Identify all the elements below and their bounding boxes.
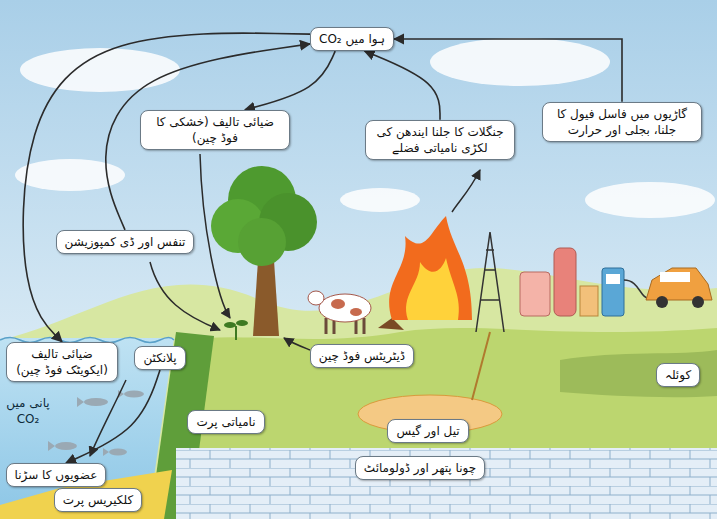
box-text: کوئلہ: [665, 367, 691, 383]
box-text: ضیائی تالیف (ایکویٹک فوڈ چین): [15, 346, 109, 378]
text-box: ضیائی تالیف (ایکویٹک فوڈ چین): [6, 342, 118, 382]
box-text: جنگلات کا جلنا ایندھن کی لکڑی نامیاتی فض…: [374, 124, 506, 156]
back-hill: [0, 268, 717, 519]
box-text: ڈیٹریٹس فوڈ چین: [319, 348, 405, 364]
box-text: چونا پتھر اور ڈولومائٹ: [364, 460, 476, 476]
text-box: نامیاتی پرت: [187, 410, 264, 434]
label-text: پانی میں CO₂: [5, 395, 51, 427]
box-text: ہوا میں CO₂: [319, 31, 385, 47]
fish: [48, 390, 144, 456]
clouds: [15, 38, 715, 218]
text-box: کلکیریس پرت: [54, 488, 142, 512]
limestone-layer: [176, 448, 717, 519]
box-text: نامیاتی پرت: [196, 414, 255, 430]
land: [170, 328, 717, 519]
oil-rig: [472, 232, 504, 400]
cow: [308, 291, 371, 334]
text-box: تیل اور گیس: [387, 419, 468, 443]
text-box: ضیائی تالیف (خشکی کا فوڈ چین): [140, 110, 290, 150]
text-box: پلانکٹن: [134, 346, 185, 370]
box-text: گاڑیوں میں فاسل فیول کا جلنا، بجلی اور ح…: [551, 106, 693, 138]
box-text: تنفس اور ڈی کمپوزیشن: [65, 234, 186, 250]
text-box: چونا پتھر اور ڈولومائٹ: [355, 456, 485, 480]
box-text: عضویوں کا سڑنا: [15, 467, 98, 483]
cycle-arrow: [365, 51, 440, 120]
cycle-arrows: [90, 154, 480, 456]
text-box: جنگلات کا جلنا ایندھن کی لکڑی نامیاتی فض…: [365, 120, 515, 160]
box-text: کلکیریس پرت: [63, 492, 133, 508]
text-box: تنفس اور ڈی کمپوزیشن: [56, 230, 195, 254]
tree: [211, 166, 317, 336]
coal-layer: [560, 350, 717, 397]
fire: [378, 216, 472, 330]
text-box: ڈیٹریٹس فوڈ چین: [310, 344, 414, 368]
box-text: ضیائی تالیف (خشکی کا فوڈ چین): [149, 114, 281, 146]
factory-and-car: [520, 248, 712, 316]
text-box: ہوا میں CO₂: [310, 27, 394, 51]
box-text: تیل اور گیس: [396, 423, 459, 439]
water-label: پانی میں CO₂: [3, 394, 53, 428]
cycle-arrow: [394, 39, 622, 102]
text-box: گاڑیوں میں فاسل فیول کا جلنا، بجلی اور ح…: [542, 102, 702, 142]
text-box: عضویوں کا سڑنا: [6, 463, 107, 487]
seedling: [224, 320, 248, 340]
cycle-arrow: [245, 51, 335, 110]
text-box: کوئلہ: [656, 363, 700, 387]
cycle-arrow: [106, 44, 310, 230]
cycle-arrow: [66, 370, 160, 463]
box-text: پلانکٹن: [143, 350, 176, 366]
cycle-arrow: [23, 33, 310, 342]
